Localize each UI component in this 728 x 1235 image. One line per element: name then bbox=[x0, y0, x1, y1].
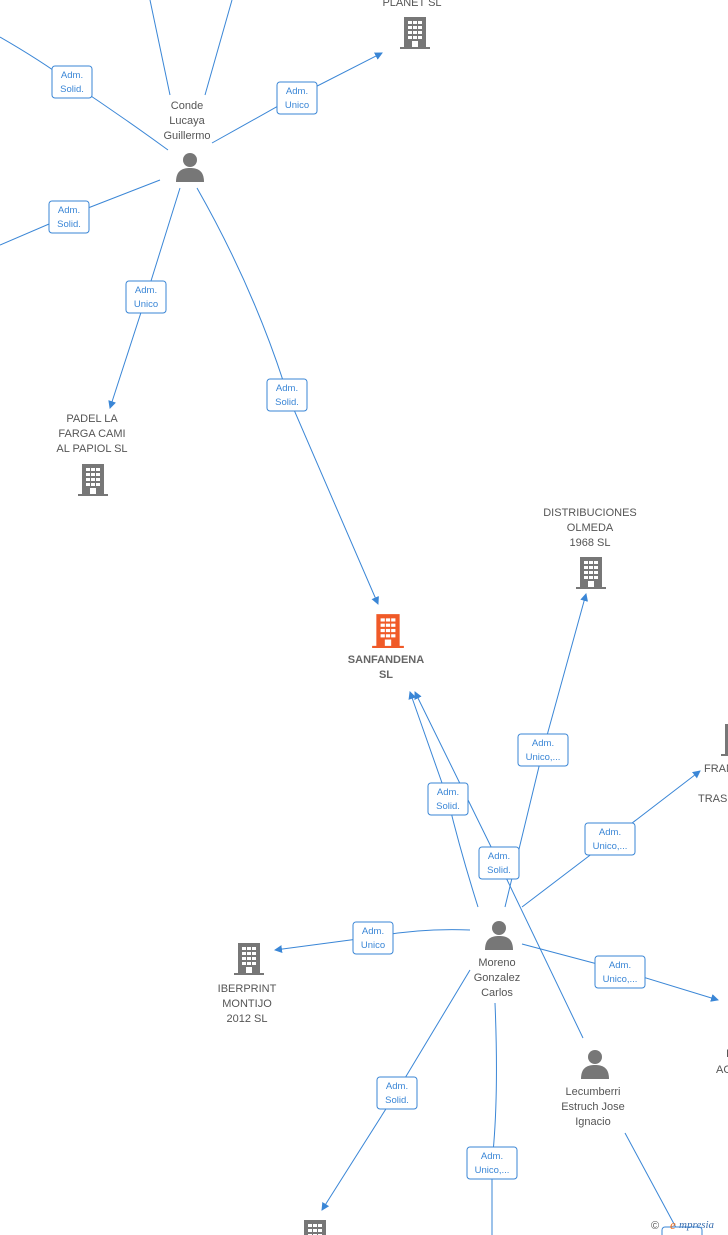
svg-text:FRAN: FRAN bbox=[704, 763, 728, 775]
edge-labels: Adm. Solid. Adm. Unico Adm. Solid. Adm. … bbox=[48, 65, 703, 1235]
building-icon bbox=[372, 614, 404, 648]
svg-text:Adm.: Adm. bbox=[135, 285, 157, 296]
svg-text:Estruch Jose: Estruch Jose bbox=[561, 1101, 625, 1113]
building-icon bbox=[78, 464, 108, 496]
building-icon bbox=[234, 943, 264, 975]
svg-text:OLMEDA: OLMEDA bbox=[567, 522, 614, 534]
svg-text:Moreno: Moreno bbox=[478, 957, 515, 969]
edge-label-adm-solid[interactable]: Adm. Solid. bbox=[478, 846, 520, 880]
svg-text:IBERPRINT: IBERPRINT bbox=[218, 983, 277, 995]
svg-text:Adm.: Adm. bbox=[532, 738, 554, 749]
edge-label-adm-unico[interactable]: Adm. Unico,... bbox=[466, 1146, 518, 1180]
svg-text:Adm.: Adm. bbox=[61, 70, 83, 81]
svg-text:Gonzalez: Gonzalez bbox=[474, 972, 520, 984]
svg-text:Adm.: Adm. bbox=[276, 383, 298, 394]
svg-text:Adm.: Adm. bbox=[437, 787, 459, 798]
building-icon bbox=[576, 557, 606, 589]
edge-line bbox=[624, 1132, 681, 1235]
svg-text:Adm.: Adm. bbox=[481, 1151, 503, 1162]
svg-text:Solid.: Solid. bbox=[275, 397, 299, 408]
brand-logo-initial: e bbox=[670, 1217, 676, 1232]
brand-logo: mpresia bbox=[679, 1219, 715, 1231]
edge-label-adm-unico[interactable]: Adm. Unico bbox=[125, 280, 167, 314]
edge-line bbox=[491, 1002, 497, 1235]
edge-label-adm-solid[interactable]: Adm. Solid. bbox=[376, 1076, 418, 1110]
nodes: PLANET SL Conde Lucaya Guillermo PADEL L… bbox=[56, 0, 728, 1235]
edge-label-adm-unico[interactable]: Adm. Unico,... bbox=[594, 955, 646, 989]
svg-text:PLANET SL: PLANET SL bbox=[382, 0, 441, 9]
svg-text:Lucaya: Lucaya bbox=[169, 115, 205, 127]
svg-text:Unico,...: Unico,... bbox=[475, 1165, 510, 1176]
svg-text:Adm.: Adm. bbox=[488, 851, 510, 862]
svg-text:Adm.: Adm. bbox=[386, 1081, 408, 1092]
svg-text:Unico,...: Unico,... bbox=[526, 752, 561, 763]
svg-text:Carlos: Carlos bbox=[481, 987, 513, 999]
person-icon bbox=[485, 921, 513, 950]
svg-text:Unico,...: Unico,... bbox=[603, 974, 638, 985]
svg-text:FARGA CAMI: FARGA CAMI bbox=[58, 428, 125, 440]
edge-line bbox=[204, 0, 233, 96]
edge-label-adm-solid[interactable]: Adm. Solid. bbox=[51, 65, 93, 99]
edge-label-adm-unico[interactable]: Adm. Unico,... bbox=[584, 822, 636, 856]
building-icon bbox=[300, 1220, 330, 1235]
svg-text:TRAS: TRAS bbox=[698, 793, 727, 805]
company-node-sanfandena[interactable]: SANFANDENA SL bbox=[348, 614, 424, 681]
svg-text:Solid.: Solid. bbox=[385, 1095, 409, 1106]
company-node-bottom[interactable] bbox=[300, 1220, 330, 1235]
svg-text:Conde: Conde bbox=[171, 100, 203, 112]
company-node-planet[interactable]: PLANET SL bbox=[382, 0, 442, 49]
svg-text:Adm.: Adm. bbox=[286, 86, 308, 97]
svg-text:AC: AC bbox=[716, 1064, 728, 1076]
svg-text:Unico,...: Unico,... bbox=[593, 841, 628, 852]
svg-text:PADEL LA: PADEL LA bbox=[66, 413, 118, 425]
svg-text:SL: SL bbox=[379, 669, 393, 681]
svg-text:Solid.: Solid. bbox=[487, 865, 511, 876]
svg-text:DISTRIBUCIONES: DISTRIBUCIONES bbox=[543, 507, 637, 519]
company-node-padel[interactable]: PADEL LA FARGA CAMI AL PAPIOL SL bbox=[56, 413, 128, 496]
svg-text:Adm.: Adm. bbox=[609, 960, 631, 971]
svg-text:AL PAPIOL SL: AL PAPIOL SL bbox=[56, 443, 127, 455]
edge-label-adm-unico[interactable]: Adm. Unico bbox=[352, 921, 394, 955]
svg-text:Lecumberri: Lecumberri bbox=[565, 1086, 620, 1098]
company-node-iberprint[interactable]: IBERPRINT MONTIJO 2012 SL bbox=[218, 943, 277, 1025]
edge-label-adm-solid[interactable]: Adm. Solid. bbox=[427, 782, 469, 816]
company-node-fran[interactable]: FRAN TRAS bbox=[698, 724, 728, 805]
edge-line bbox=[149, 0, 171, 96]
edge-label-adm-solid[interactable]: Adm. Solid. bbox=[266, 378, 308, 412]
svg-text:MONTIJO: MONTIJO bbox=[222, 998, 272, 1010]
building-icon bbox=[400, 17, 430, 49]
svg-text:2012 SL: 2012 SL bbox=[227, 1013, 268, 1025]
svg-text:Unico: Unico bbox=[134, 299, 158, 310]
svg-text:Adm.: Adm. bbox=[362, 926, 384, 937]
edge-label-adm-unico[interactable]: Adm. Unico bbox=[276, 81, 318, 115]
company-node-distribuciones[interactable]: DISTRIBUCIONES OLMEDA 1968 SL bbox=[543, 507, 637, 589]
svg-text:Adm.: Adm. bbox=[58, 205, 80, 216]
edge-label-partial bbox=[661, 1226, 703, 1235]
svg-text:I: I bbox=[726, 1048, 728, 1060]
svg-text:Solid.: Solid. bbox=[436, 801, 460, 812]
watermark: © e mpresia bbox=[651, 1217, 715, 1232]
svg-text:SANFANDENA: SANFANDENA bbox=[348, 654, 424, 666]
svg-text:Unico: Unico bbox=[285, 100, 309, 111]
person-icon bbox=[581, 1050, 609, 1079]
svg-text:Adm.: Adm. bbox=[599, 827, 621, 838]
svg-text:Solid.: Solid. bbox=[60, 84, 84, 95]
svg-text:Solid.: Solid. bbox=[57, 219, 81, 230]
edge-label-adm-solid[interactable]: Adm. Solid. bbox=[48, 200, 90, 234]
svg-text:Unico: Unico bbox=[361, 940, 385, 951]
svg-text:Guillermo: Guillermo bbox=[163, 130, 210, 142]
edge-label-adm-unico[interactable]: Adm. Unico,... bbox=[517, 733, 569, 767]
svg-text:1968 SL: 1968 SL bbox=[570, 537, 611, 549]
copyright-symbol: © bbox=[651, 1220, 659, 1232]
building-icon bbox=[721, 724, 728, 756]
company-node-ac[interactable]: I AC bbox=[716, 1048, 728, 1076]
person-node-moreno[interactable]: Moreno Gonzalez Carlos bbox=[474, 921, 520, 999]
person-icon bbox=[176, 153, 204, 182]
person-node-conde[interactable]: Conde Lucaya Guillermo bbox=[163, 100, 211, 182]
person-node-lecumberri[interactable]: Lecumberri Estruch Jose Ignacio bbox=[561, 1050, 625, 1128]
svg-text:Ignacio: Ignacio bbox=[575, 1116, 610, 1128]
